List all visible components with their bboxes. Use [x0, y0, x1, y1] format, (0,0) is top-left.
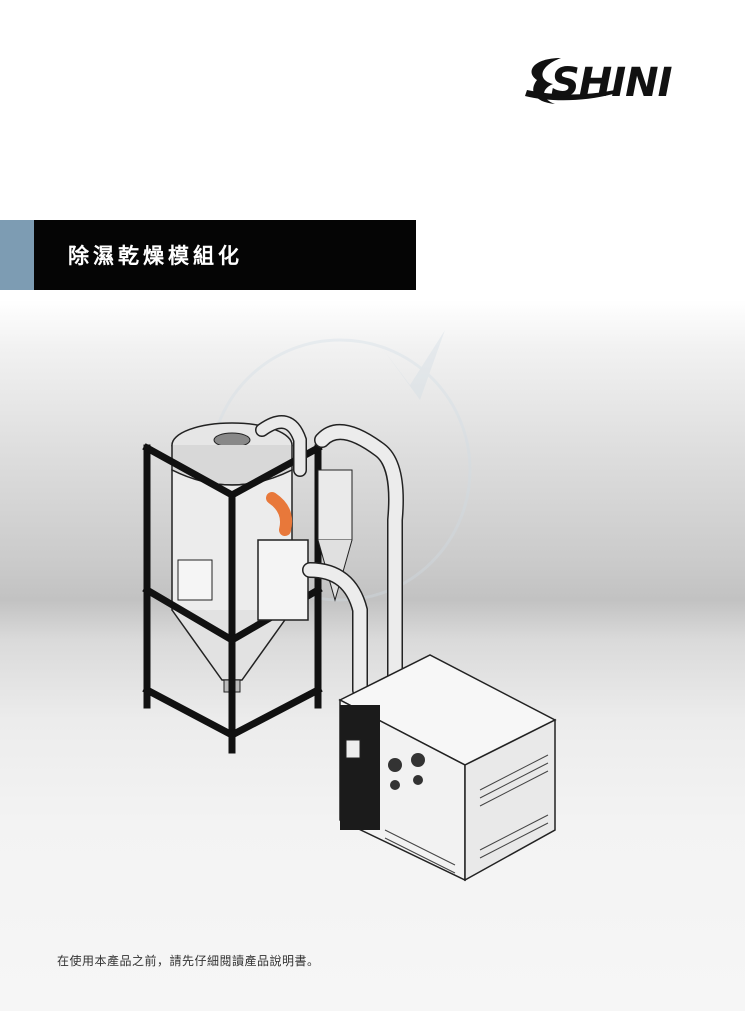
product-illustration	[142, 330, 557, 882]
dryer-unit	[338, 654, 557, 882]
page-title: 除濕乾燥模組化	[68, 244, 243, 268]
title-accent-stripe	[0, 220, 34, 290]
title-band: 除濕乾燥模組化	[0, 220, 416, 290]
logo-swoosh-icon	[525, 58, 615, 104]
title-bar: 除濕乾燥模組化	[34, 220, 416, 290]
heater-box	[257, 539, 309, 621]
footer-note: 在使用本產品之前，請先仔細閱讀產品說明書。	[57, 954, 320, 968]
logo-text: SHINI	[551, 60, 673, 106]
shini-logo: SHINI	[525, 58, 674, 106]
